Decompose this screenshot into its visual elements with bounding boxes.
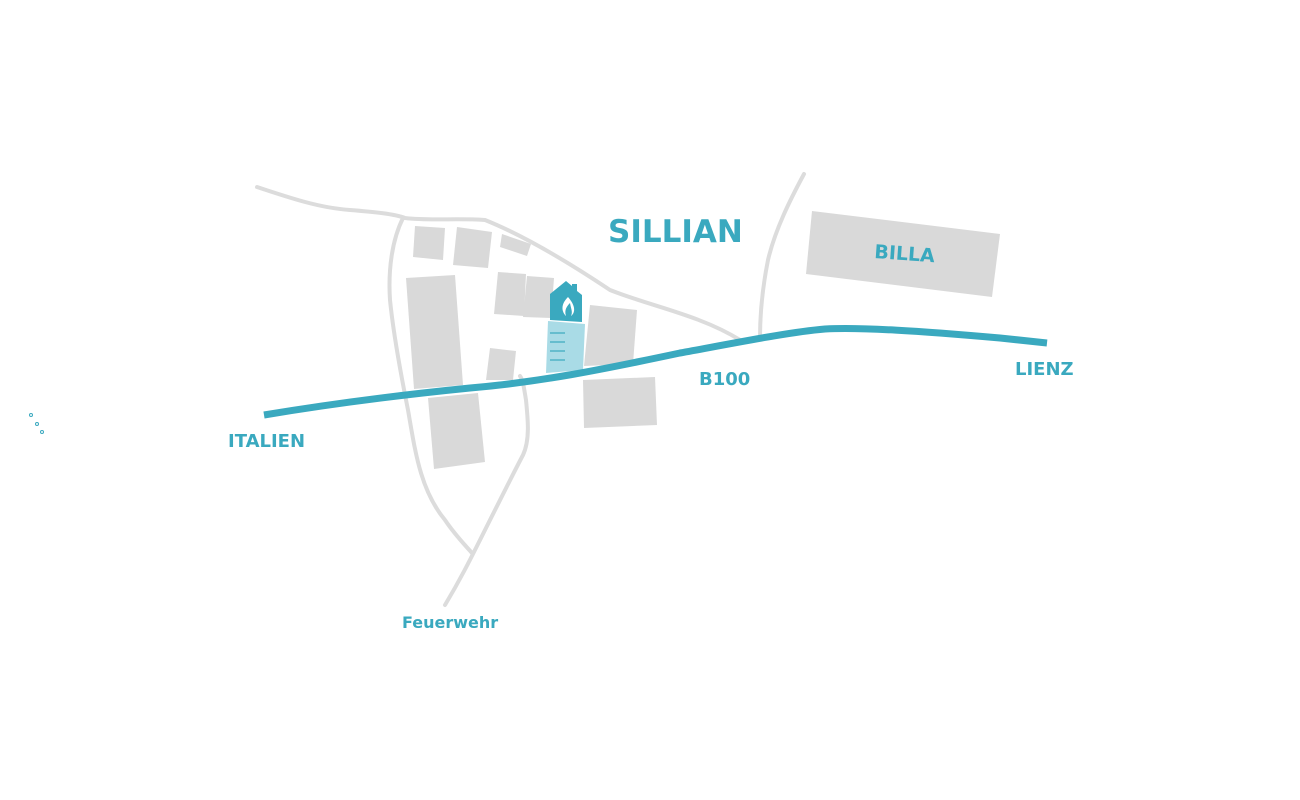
house-flame-icon[interactable] xyxy=(550,281,582,322)
building xyxy=(584,305,637,366)
building xyxy=(494,272,526,316)
parking-area xyxy=(546,321,585,373)
buildings xyxy=(406,211,1000,469)
building xyxy=(583,377,657,428)
road-label: B100 xyxy=(699,369,750,390)
main-road-b100[interactable] xyxy=(263,325,1048,419)
building xyxy=(453,227,492,268)
minor-roads xyxy=(255,172,806,607)
direction-label-east: LIENZ xyxy=(1015,359,1074,380)
building-billa xyxy=(806,211,1000,297)
road-south xyxy=(443,374,530,607)
building xyxy=(486,348,516,380)
road-north-east xyxy=(758,172,806,340)
road-north-west xyxy=(255,185,742,342)
parking-lot xyxy=(546,321,585,373)
building xyxy=(406,275,463,389)
building xyxy=(500,234,531,256)
building xyxy=(523,276,554,318)
building xyxy=(413,226,445,260)
loading-dots-icon xyxy=(29,413,44,434)
town-label: SILLIAN xyxy=(608,214,743,250)
poi-label-feuerwehr: Feuerwehr xyxy=(402,613,498,632)
road-west-loop xyxy=(387,216,474,555)
parking-lines xyxy=(550,332,565,361)
building xyxy=(428,393,485,469)
store-label: BILLA xyxy=(874,241,936,267)
direction-label-west: ITALIEN xyxy=(228,431,305,452)
